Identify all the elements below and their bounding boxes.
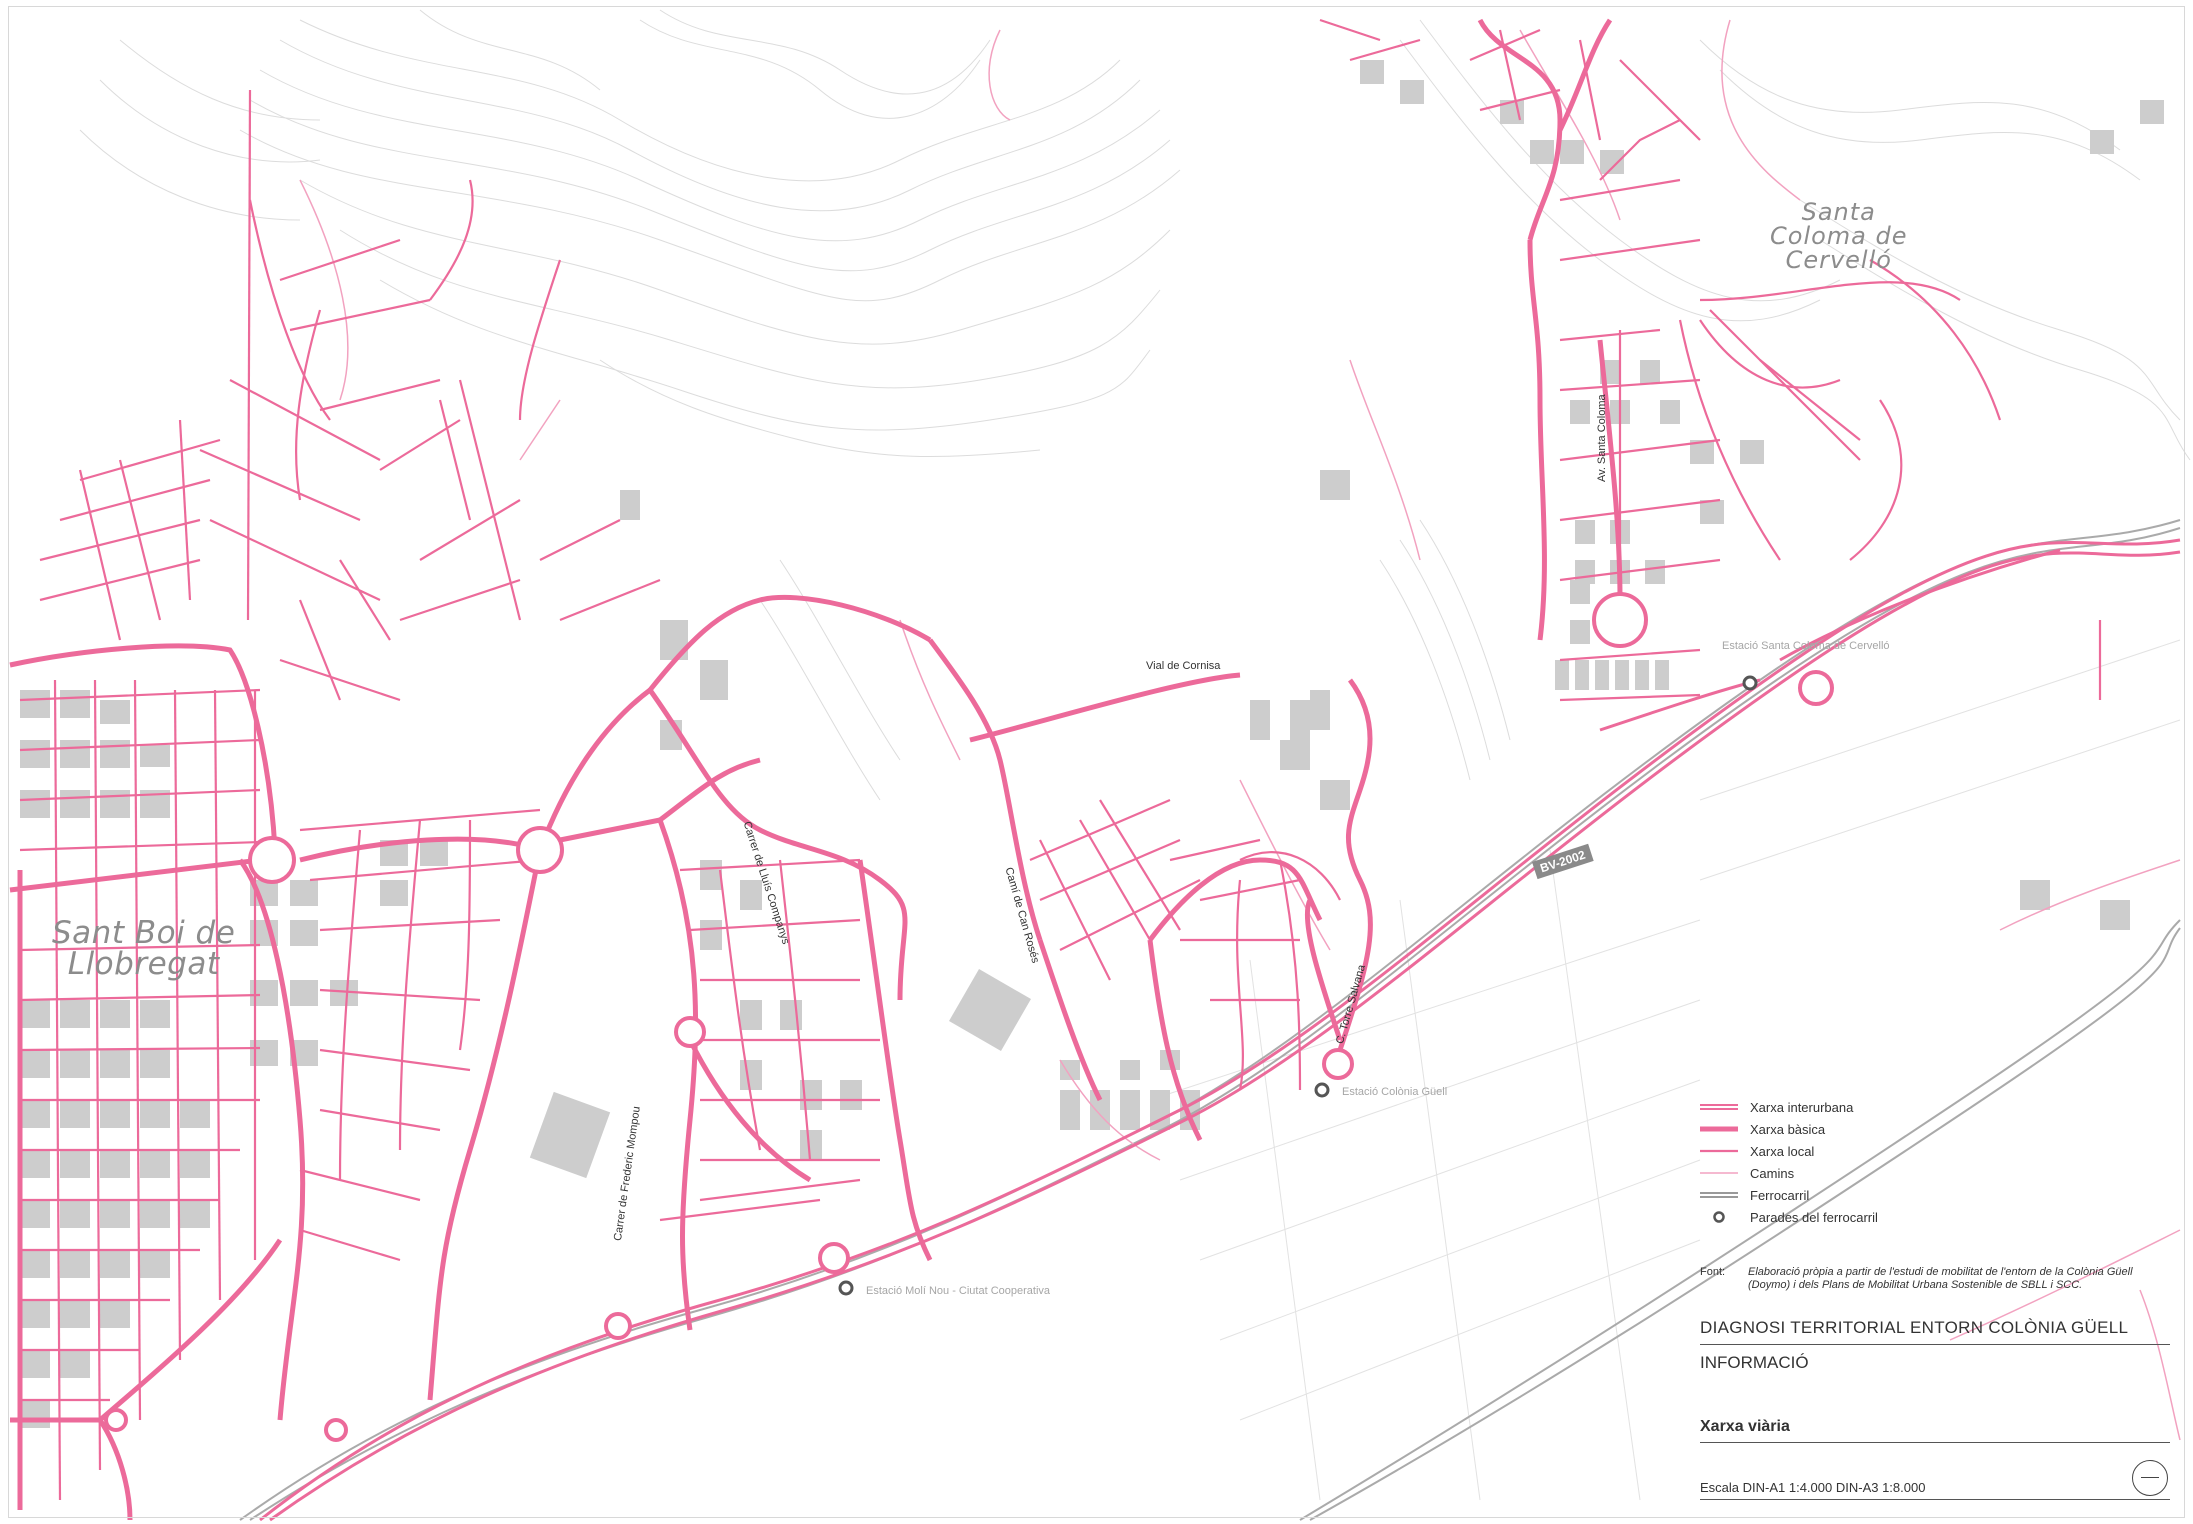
thick-pink-line-icon [1700,1126,1738,1132]
station-label-colonia-guell: Estació Colònia Güell [1342,1086,1448,1098]
street-label-vial-cornisa: Vial de Cornisa [1146,660,1221,672]
station-santa-coloma-icon [1742,675,1758,691]
legend-item-local: Xarxa local [1700,1140,2170,1162]
paths-camins [249,19,2181,1441]
project-subtitle: INFORMACIÓ [1700,1353,1809,1372]
map-source: Font: Elaboració pròpia a partir de l'es… [1700,1266,2170,1292]
legend-item-ferrocarril: Ferrocarril [1700,1184,2170,1206]
station-moli-nou-icon [838,1280,854,1296]
legend-item-basica: Xarxa bàsica [1700,1118,2170,1140]
sheet-title: Xarxa viària [1700,1418,2170,1443]
interurban-road-network[interactable] [259,538,2181,1522]
double-pink-line-icon [1700,1104,1738,1110]
light-pink-line-icon [1700,1172,1738,1174]
local-road-network[interactable] [19,18,2102,1501]
rail-line-icon [1700,1192,1738,1198]
buildings [20,60,2164,1428]
legend-item-parades: Parades del ferrocarril [1700,1206,2170,1228]
station-label-santa-coloma: Estació Santa Coloma de Cervelló [1722,640,1890,652]
legend-item-camins: Camins [1700,1162,2170,1184]
legend-item-interurbana: Xarxa interurbana [1700,1096,2170,1118]
street-label-av-santa-coloma: Av. Santa Coloma [1596,394,1608,482]
terrain-contours [79,9,2191,801]
roundabouts[interactable] [104,592,1834,1442]
north-arrow-icon [2132,1460,2168,1496]
map-legend: Xarxa interurbana Xarxa bàsica Xarxa loc… [1700,1096,2170,1228]
basic-road-network[interactable] [9,18,1623,1521]
rail-stations[interactable] [838,675,1758,1296]
source-text: Elaboració pròpia a partir de l'estudi d… [1748,1266,2133,1292]
station-circle-icon [1713,1211,1725,1223]
scale-text: Escala DIN-A1 1:4.000 DIN-A3 1:8.000 [1700,1480,2170,1500]
title-block: DIAGNOSI TERRITORIAL ENTORN COLÒNIA GÜEL… [1700,1316,2170,1373]
thin-pink-line-icon [1700,1149,1738,1153]
station-label-moli-nou: Estació Molí Nou - Ciutat Cooperativa [866,1285,1051,1297]
source-label: Font: [1700,1266,1726,1278]
project-title: DIAGNOSI TERRITORIAL ENTORN COLÒNIA GÜEL… [1700,1316,2170,1345]
station-colonia-guell-icon [1314,1082,1330,1098]
